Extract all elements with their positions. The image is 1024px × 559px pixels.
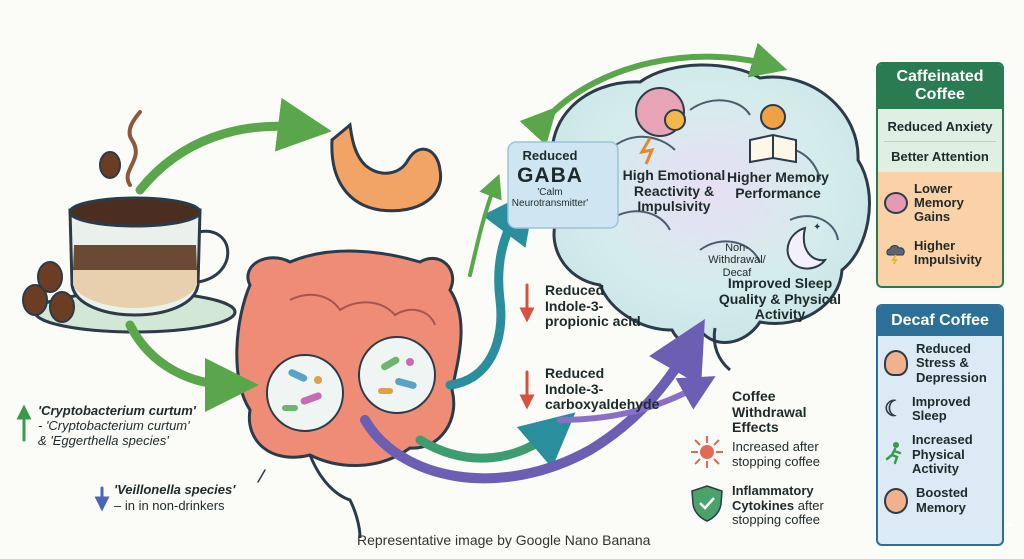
down-species-line-2: – in in non-drinkers <box>114 498 225 513</box>
gaba-label: Reduced GABA 'Calm Neurotransmitter' <box>511 148 589 210</box>
sleep-moon-icon: ✦ <box>786 222 828 270</box>
head-stress-icon <box>884 350 908 377</box>
moon-stars-icon: ☾ <box>884 396 904 422</box>
caffeinated-coffee-panel: Caffeinated Coffee Reduced Anxiety Bette… <box>876 62 1004 288</box>
withdrawal-increased-text: Increased after stopping coffee <box>732 439 820 469</box>
decaf-panel-title: Decaf Coffee <box>878 306 1002 336</box>
coffee-cup-illustration <box>22 110 237 334</box>
inflammatory-cytokines-text: Inflammatory Cytokines after stopping co… <box>732 483 824 528</box>
withdrawal-title: Coffee Withdrawal Effects <box>732 388 807 436</box>
indole-propionic-label: Reduced Indole-3- propionic acid <box>545 282 641 330</box>
sleep-activity-label: Improved Sleep Quality & Physical Activi… <box>718 275 842 323</box>
memory-performance-label: Higher Memory Performance <box>727 169 829 201</box>
caffeinated-panel-title: Caffeinated Coffee <box>878 64 1002 109</box>
indole-carboxyaldehyde-label: Reduced Indole-3- carboxyaldehyde <box>545 365 660 413</box>
gut-microbiome-illustration <box>266 336 436 432</box>
down-species-line-1: 'Veillonella species' <box>114 482 236 497</box>
caffeinated-item: Better Attention <box>891 148 989 164</box>
digestive-tract-illustration <box>235 122 463 539</box>
cytokine-icon <box>691 436 723 468</box>
flow-arrows <box>16 42 788 512</box>
svg-text:✦: ✦ <box>813 222 821 233</box>
head-gear-icon <box>884 487 908 514</box>
memory-book-gear-icon <box>749 104 797 164</box>
up-species-line-3: & 'Eggerthella species' <box>38 433 169 448</box>
up-species-line-2: - 'Cryptobacterium curtum' <box>38 418 190 433</box>
gaba-box <box>507 141 619 229</box>
running-person-icon <box>884 441 906 468</box>
brain-icon <box>884 192 908 215</box>
up-species-line-1: 'Cryptobacterium curtum' <box>38 403 196 418</box>
caption: Representative image by Google Nano Bana… <box>357 532 651 548</box>
storm-cloud-icon <box>884 243 908 265</box>
emotion-brain-gear-icon <box>635 87 686 165</box>
emotional-reactivity-label: High Emotional Reactivity & Impulsivity <box>622 167 726 215</box>
caffeinated-item: Reduced Anxiety <box>887 118 993 134</box>
shield-check-icon <box>691 485 723 522</box>
non-withdrawal-decaf-label: Non- Withdrawal/ Decaf <box>708 242 766 279</box>
